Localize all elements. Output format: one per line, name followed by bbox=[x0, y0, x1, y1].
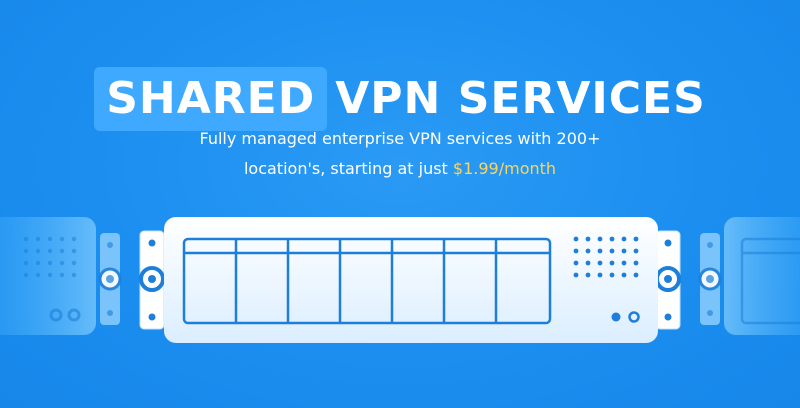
subtitle-line-2-prefix: location's, starting at just bbox=[243, 159, 453, 178]
server-rack-icon-right bbox=[698, 217, 800, 335]
server-rack-icon-center bbox=[139, 217, 681, 343]
server-rack-icon-left bbox=[0, 217, 122, 335]
title-highlight: SHARED bbox=[94, 67, 328, 132]
hero-subtitle: Fully managed enterprise VPN services wi… bbox=[0, 124, 800, 184]
title-rest: VPN SERVICES bbox=[335, 73, 706, 125]
server-illustration bbox=[0, 217, 800, 343]
subtitle-price: $1.99/month bbox=[452, 159, 557, 178]
subtitle-line-1: Fully managed enterprise VPN services wi… bbox=[199, 129, 601, 148]
subtitle-line-2: location's, starting at just $1.99/month bbox=[0, 154, 800, 184]
